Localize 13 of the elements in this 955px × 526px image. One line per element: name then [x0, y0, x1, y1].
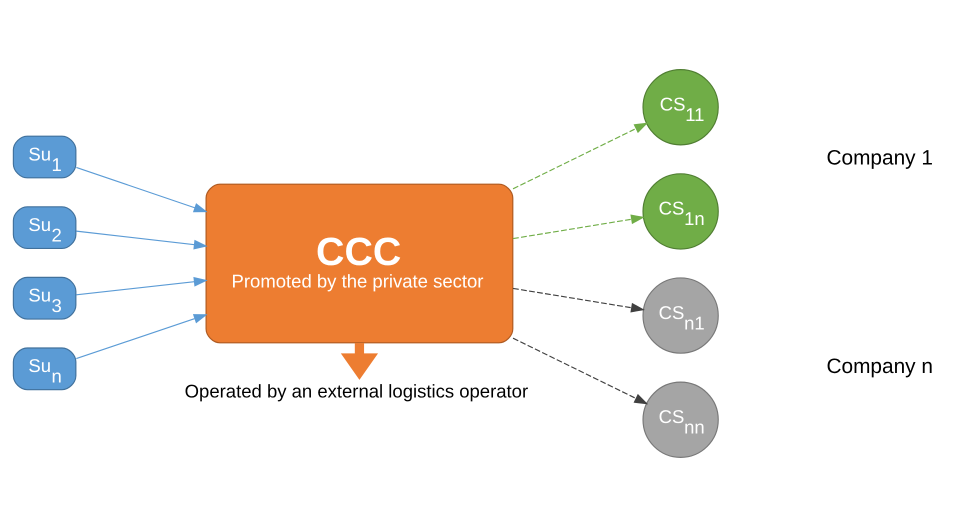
arrow [76, 276, 208, 295]
arrow [76, 166, 208, 212]
label: Company n [826, 354, 933, 378]
node-box: CCC Promoted by the private sector [206, 183, 514, 343]
node-text: Operated by an external logistics operator [184, 380, 528, 402]
arrow [76, 314, 208, 359]
arrow [512, 122, 648, 189]
arrow [512, 287, 645, 312]
arrow [340, 342, 378, 380]
label: Company 1 [826, 146, 933, 169]
arrow [512, 214, 645, 239]
arrow [512, 337, 648, 404]
arrow [76, 230, 208, 249]
